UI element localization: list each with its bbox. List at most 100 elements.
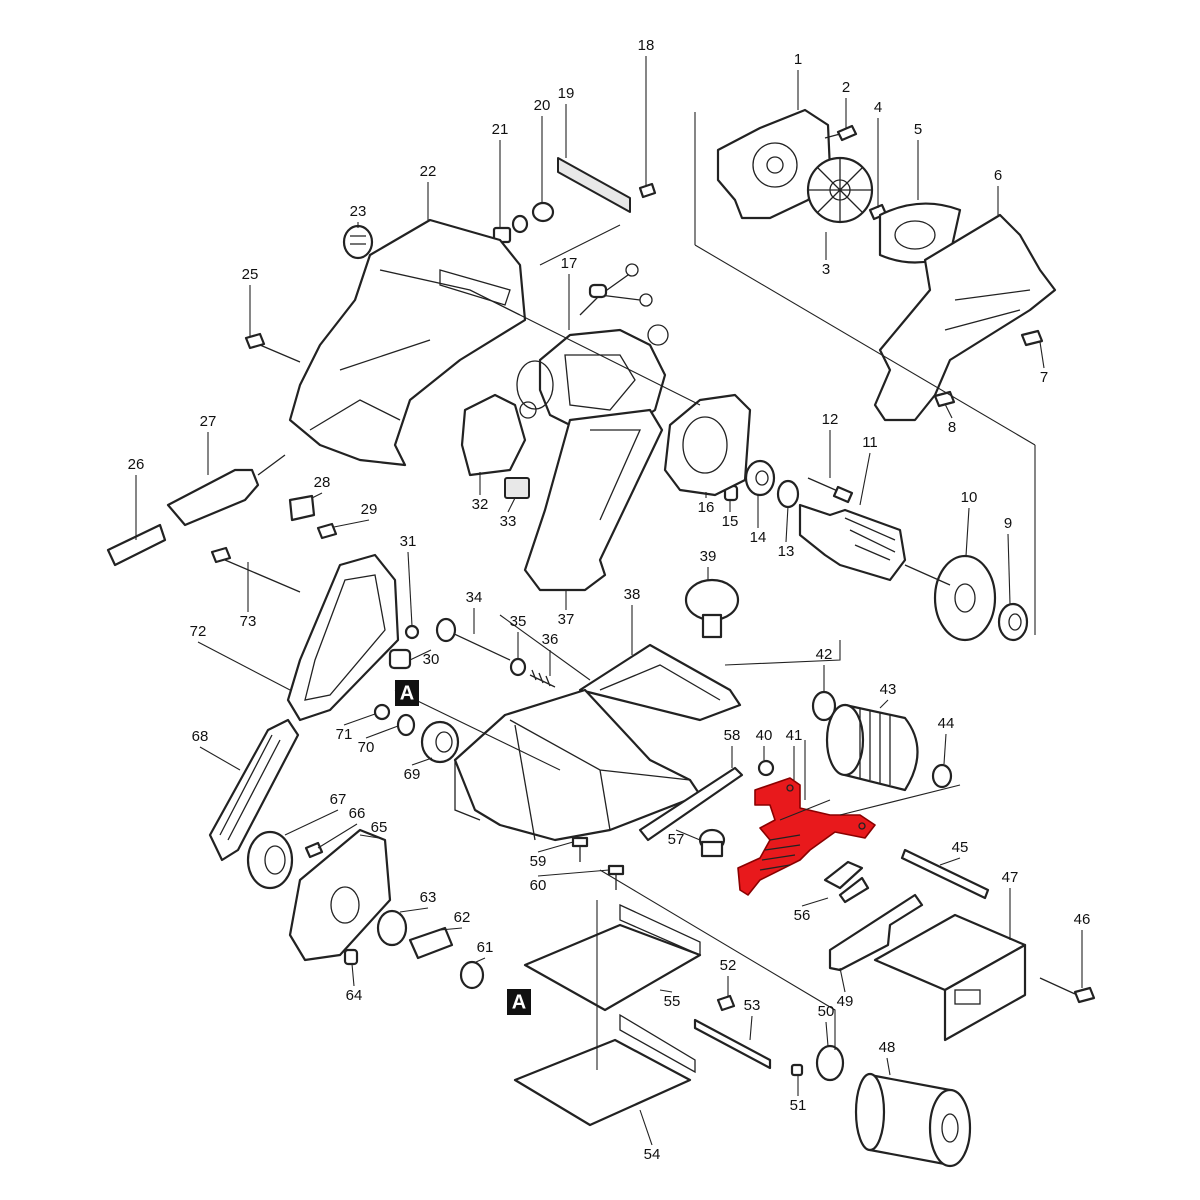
part-sleeve-30 xyxy=(388,648,412,670)
part-gear-housing-65 xyxy=(288,828,392,962)
callout-leader-62 xyxy=(439,927,463,931)
part-baffle-5 xyxy=(878,202,962,264)
callout-number-31: 31 xyxy=(400,533,417,550)
part-bearing-9 xyxy=(997,602,1029,642)
callout-leader-10 xyxy=(965,507,970,557)
callout-number-30: 30 xyxy=(423,651,440,668)
callout-number-11: 11 xyxy=(862,434,878,451)
callout-leader-30 xyxy=(409,649,432,661)
callout-number-69: 69 xyxy=(404,766,421,783)
callout-leader-44 xyxy=(943,733,947,765)
part-plate-19 xyxy=(557,157,631,213)
part-switch-32 xyxy=(460,393,527,477)
callout-number-8: 8 xyxy=(948,419,956,436)
callout-11: 11 xyxy=(859,434,878,506)
part-screw-66 xyxy=(304,841,324,859)
part-cap-57 xyxy=(698,828,726,858)
callout-number-23: 23 xyxy=(350,203,367,220)
callout-number-64: 64 xyxy=(346,987,363,1004)
callout-number-66: 66 xyxy=(349,805,366,822)
part-bearing-63 xyxy=(376,909,408,947)
callout-leader-7 xyxy=(1039,341,1045,369)
callout-leader-29 xyxy=(333,519,370,528)
part-screw-12 xyxy=(807,477,854,504)
part-washer-13 xyxy=(776,479,800,509)
callout-number-52: 52 xyxy=(720,957,737,974)
callout-number-4: 4 xyxy=(874,99,882,116)
callout-8: 8 xyxy=(944,403,956,436)
callout-number-59: 59 xyxy=(530,853,547,870)
callout-4: 4 xyxy=(874,99,882,208)
callout-number-46: 46 xyxy=(1074,911,1091,928)
callout-51: 51 xyxy=(790,1075,806,1114)
callout-number-54: 54 xyxy=(644,1146,661,1163)
callout-number-19: 19 xyxy=(558,85,575,102)
callout-leader-31 xyxy=(407,551,413,627)
callout-number-9: 9 xyxy=(1004,515,1012,532)
callout-leader-57 xyxy=(675,829,701,841)
callout-71: 71 xyxy=(336,713,376,743)
callout-number-22: 22 xyxy=(420,163,437,180)
callout-43: 43 xyxy=(879,681,897,709)
part-plate-54 xyxy=(513,1013,696,1127)
callout-number-45: 45 xyxy=(952,839,969,856)
callout-number-16: 16 xyxy=(698,499,715,516)
part-pulley-67 xyxy=(246,830,294,890)
callout-number-20: 20 xyxy=(534,97,551,114)
part-clip-56 xyxy=(823,860,870,904)
part-pin-51 xyxy=(790,1063,804,1077)
part-motor-housing-22 xyxy=(288,218,527,467)
callout-number-40: 40 xyxy=(756,727,773,744)
part-lever-41-highlighted[interactable] xyxy=(737,777,876,896)
part-screw-7 xyxy=(1020,329,1044,347)
section-tag-a-upper: A xyxy=(395,680,419,706)
callout-9: 9 xyxy=(1004,515,1012,605)
part-plate-58 xyxy=(638,766,744,842)
callout-leader-13 xyxy=(785,505,789,543)
callout-number-34: 34 xyxy=(466,589,483,606)
part-brush-cap-20 xyxy=(531,201,555,223)
callout-10: 10 xyxy=(961,489,977,557)
callout-61: 61 xyxy=(475,939,493,963)
callout-number-70: 70 xyxy=(358,739,375,756)
callout-23: 23 xyxy=(350,203,367,228)
callout-leader-9 xyxy=(1007,533,1011,605)
callout-number-48: 48 xyxy=(879,1039,896,1056)
callout-28: 28 xyxy=(311,474,330,499)
callout-leader-28 xyxy=(311,492,323,499)
callout-14: 14 xyxy=(750,494,766,546)
callout-13: 13 xyxy=(778,505,794,560)
part-cord-guard-27 xyxy=(166,454,286,527)
callout-number-60: 60 xyxy=(530,877,547,894)
callout-number-12: 12 xyxy=(822,411,839,428)
callout-2: 2 xyxy=(842,79,850,128)
callout-20: 20 xyxy=(534,97,551,202)
callout-68: 68 xyxy=(192,728,241,771)
part-side-cover-37 xyxy=(523,408,664,592)
part-gear-69 xyxy=(420,720,460,764)
svg-text:A: A xyxy=(512,991,526,1013)
callout-number-7: 7 xyxy=(1040,369,1048,386)
part-end-cover-1 xyxy=(716,108,832,220)
callout-number-42: 42 xyxy=(816,646,833,663)
callout-69: 69 xyxy=(404,757,433,783)
part-roller-48 xyxy=(854,1072,972,1168)
callout-leader-11 xyxy=(859,452,871,506)
part-washer-70 xyxy=(396,713,416,737)
callout-leader-64 xyxy=(351,963,355,987)
callout-72: 72 xyxy=(190,623,291,691)
callout-3: 3 xyxy=(822,232,830,278)
part-plate-55 xyxy=(523,903,702,1012)
callout-36: 36 xyxy=(542,631,558,676)
callout-number-43: 43 xyxy=(880,681,897,698)
callout-number-15: 15 xyxy=(722,513,739,530)
part-pin-64 xyxy=(343,948,359,966)
callout-leader-69 xyxy=(411,757,433,766)
part-wire-leads xyxy=(579,263,653,316)
callout-59: 59 xyxy=(530,841,574,870)
callout-41: 41 xyxy=(786,727,802,780)
callout-leader-66 xyxy=(317,823,358,849)
callout-number-49: 49 xyxy=(837,993,854,1010)
callout-number-17: 17 xyxy=(561,255,578,272)
